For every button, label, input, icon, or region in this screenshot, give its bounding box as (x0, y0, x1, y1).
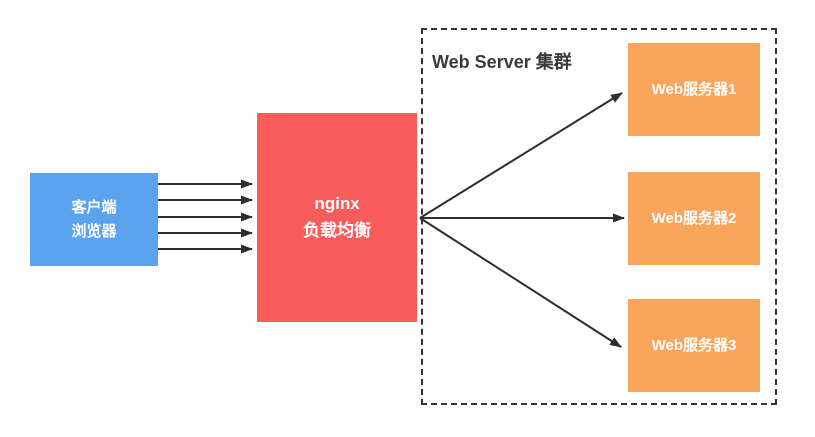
web-server-3-label: Web服务器3 (651, 336, 737, 354)
client-label-line-2: 浏览器 (71, 222, 117, 240)
nginx-label: nginx 负载均衡 (303, 191, 371, 244)
client-browser-label: 客户端 浏览器 (71, 196, 116, 243)
client-label-line-1: 客户端 (71, 199, 117, 217)
nginx-label-line-2: 负载均衡 (303, 220, 371, 240)
nginx-to-server1-arrow (419, 92, 623, 219)
web-server-1-label: Web服务器1 (651, 80, 737, 98)
web-server-2-node: Web服务器2 (628, 172, 760, 265)
nginx-label-line-1: nginx (314, 194, 360, 214)
web-server-cluster-group (421, 28, 777, 405)
cluster-title: Web Server 集群 (432, 52, 572, 72)
web-server-3-node: Web服务器3 (628, 299, 760, 392)
nginx-to-server3-arrow (419, 217, 622, 348)
nginx-load-balancer-node: nginx 负载均衡 (257, 113, 417, 322)
client-browser-node: 客户端 浏览器 (30, 173, 158, 266)
web-server-1-node: Web服务器1 (628, 43, 760, 136)
web-server-2-label: Web服务器2 (651, 209, 737, 227)
